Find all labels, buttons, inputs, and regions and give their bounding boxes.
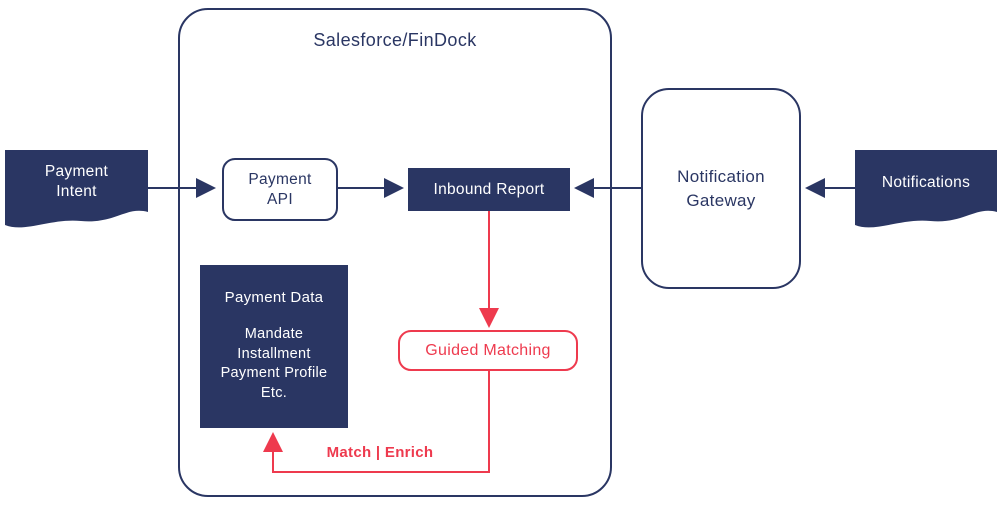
notifications-label: Notifications xyxy=(881,174,971,191)
container-title: Salesforce/FinDock xyxy=(313,30,477,50)
inbound-report-label: Inbound Report xyxy=(433,180,545,198)
payment-data-item: Installment xyxy=(237,345,311,362)
payment-data-title: Payment Data xyxy=(224,289,324,306)
payment-data-item: Mandate xyxy=(244,326,304,342)
payment-api-label: Payment API xyxy=(248,170,312,208)
notification-gateway-label: Notification Gateway xyxy=(677,166,765,210)
node-payment-data: Payment Data Mandate Installment Payment… xyxy=(200,265,348,428)
document-shape-icon xyxy=(5,150,148,228)
edge-label-match-enrich: Match | Enrich xyxy=(326,444,434,461)
node-notifications: Notifications xyxy=(855,150,997,230)
document-shape-icon xyxy=(855,150,997,228)
node-guided-matching: Guided Matching xyxy=(398,330,578,371)
node-inbound-report: Inbound Report xyxy=(408,168,570,211)
node-notification-gateway: Notification Gateway xyxy=(641,88,801,289)
payment-data-item: Etc. xyxy=(260,384,288,401)
guided-matching-label: Guided Matching xyxy=(425,341,551,359)
payment-data-item: Payment Profile xyxy=(220,365,328,381)
payment-intent-label: Payment Intent xyxy=(44,163,109,200)
salesforce-findock-container: Salesforce/FinDock xyxy=(178,8,612,497)
node-payment-api: Payment API xyxy=(222,158,338,221)
node-payment-intent: Payment Intent xyxy=(5,150,148,230)
payment-data-items: Mandate Installment Payment Profile Etc. xyxy=(200,325,348,403)
